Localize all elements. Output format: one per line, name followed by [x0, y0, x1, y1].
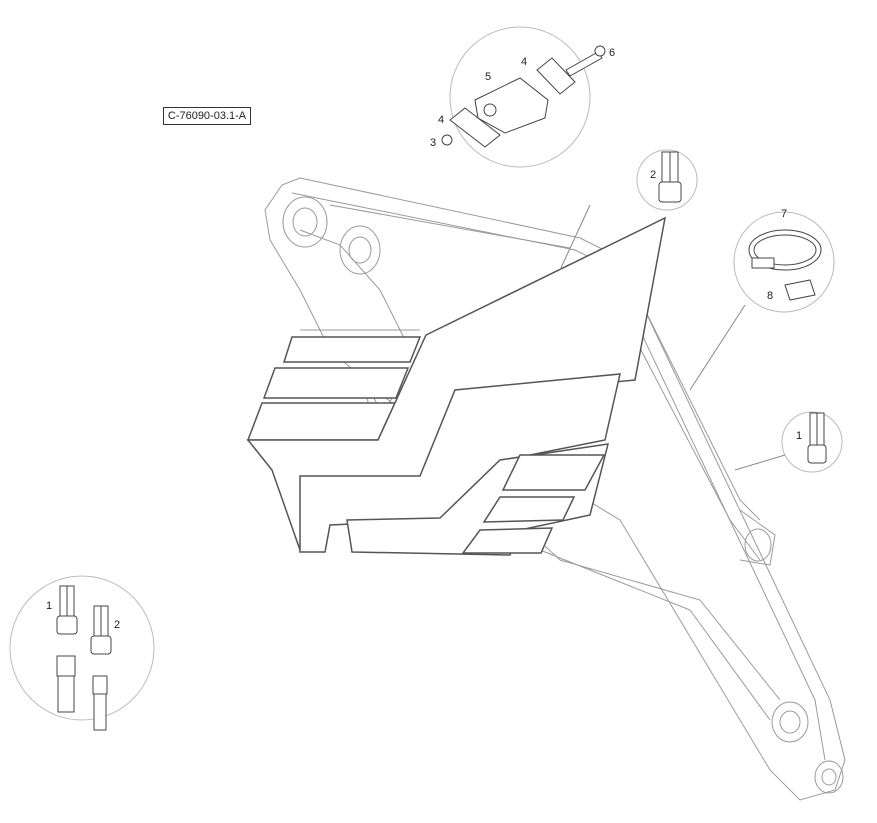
callout-3: 3 [430, 137, 436, 149]
bolt-head [594, 45, 606, 57]
callout-6: 6 [609, 47, 615, 59]
top-fitting-detail: 2 [636, 149, 698, 211]
callout-4-left: 4 [438, 114, 444, 126]
callout-5: 5 [485, 71, 491, 83]
callout-2-top: 2 [650, 169, 656, 181]
callout-1-right: 1 [796, 430, 802, 442]
callout-8: 8 [767, 290, 773, 302]
callout-7: 7 [781, 208, 787, 220]
callout-4-right: 4 [521, 56, 527, 68]
decal-stripes [246, 216, 667, 556]
hose-clamp-detail: 7 8 [689, 208, 835, 391]
bottom-left-fittings-detail: 1 2 [9, 575, 155, 731]
right-fitting-detail: 1 [734, 411, 843, 473]
clamp-plate-upper [536, 57, 576, 95]
clamp-assembly-detail: 4 4 5 6 3 [430, 26, 615, 271]
nut [441, 134, 453, 146]
callout-2-bottom-left: 2 [114, 619, 120, 631]
drawing-reference-code: C-76090-03.1-A [163, 107, 251, 125]
callout-1-bottom-left: 1 [46, 600, 52, 612]
bolt-shank [565, 51, 603, 77]
clamp-plate-lower [449, 107, 501, 148]
clamp-bore [483, 103, 497, 117]
clamp-body [474, 77, 549, 134]
